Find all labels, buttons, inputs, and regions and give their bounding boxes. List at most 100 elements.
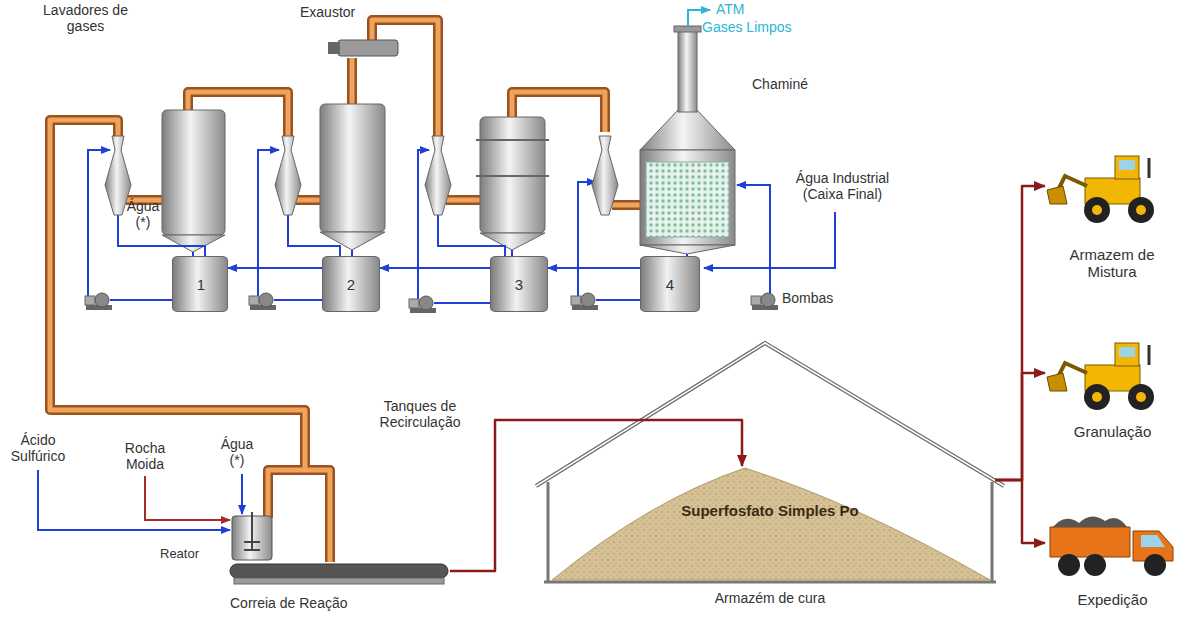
plant-label: Ácido Sulfúrico <box>4 432 72 464</box>
scrubber-vessel <box>320 232 385 250</box>
node-text: 2 <box>323 276 379 293</box>
product-flow-arrow <box>450 420 742 571</box>
pump-motor <box>249 296 259 305</box>
belt-frame <box>234 578 444 584</box>
node-text: Granulação <box>1055 423 1170 440</box>
gas-duct <box>50 20 642 562</box>
wheel-hub <box>1136 392 1146 402</box>
loader-window <box>1119 347 1135 357</box>
water-line <box>258 150 279 298</box>
overflow-line <box>228 267 322 269</box>
wheel-hub <box>1136 205 1146 215</box>
truck-node: Expedição <box>1045 505 1180 613</box>
exhaust-pipe <box>1148 345 1151 365</box>
node-text: 1 <box>173 276 229 293</box>
packed-bed <box>646 162 729 237</box>
exhaust-motor <box>328 42 340 54</box>
loader-bucket <box>1047 186 1067 204</box>
venturi-scrubber <box>275 136 301 215</box>
pump-motor <box>85 296 95 305</box>
warehouse-roof <box>536 343 1004 486</box>
scrubber-vessel <box>162 110 225 235</box>
product-flow-arrow <box>995 480 1045 543</box>
water-line <box>704 212 835 268</box>
loader-cab <box>1115 156 1139 179</box>
pump-symbol <box>761 293 775 307</box>
gas-duct <box>50 20 642 562</box>
pump-symbol <box>419 296 433 310</box>
pump-motor <box>751 296 761 305</box>
loader-cab <box>1115 343 1139 366</box>
plant-label: Água Industrial (Caixa Final) <box>780 170 905 202</box>
wheel <box>1084 554 1106 576</box>
loader-node: Granulação <box>1045 335 1180 445</box>
plant-label: Chaminé <box>752 76 822 92</box>
pump-symbol <box>95 293 109 307</box>
scrubber-vessel <box>162 235 225 252</box>
wheel-hub <box>1092 392 1102 402</box>
pump-symbol <box>581 293 595 307</box>
wheel-hub <box>1092 205 1102 215</box>
exhaust-fan <box>338 40 398 56</box>
water-line <box>418 150 429 303</box>
venturi-scrubber <box>425 136 451 215</box>
plant-label: Tanques de Recirculação <box>355 398 485 430</box>
chimney-vessel <box>640 110 735 150</box>
node-text: Expedição <box>1055 591 1170 608</box>
node-text: Armazém de cura <box>675 590 865 606</box>
product-flow-arrow <box>995 373 1045 480</box>
scrubber-vessel <box>320 104 385 232</box>
overflow-line <box>380 267 490 269</box>
stirrer <box>244 512 260 550</box>
recirculation-tank: 1 <box>172 256 228 312</box>
truck-bed <box>1050 527 1130 557</box>
plant-label: Rocha Moida <box>116 440 174 472</box>
scrubber-vessel <box>480 233 545 250</box>
product-flow-arrow <box>995 186 1045 480</box>
chimney-stack <box>678 30 697 112</box>
wheel <box>1084 384 1110 410</box>
plant-label: ATM <box>716 1 756 17</box>
warehouse-roof <box>536 343 1004 486</box>
gas-duct <box>50 20 642 562</box>
acid-line <box>38 470 230 530</box>
plant-label: Exaustor <box>300 4 370 20</box>
plant-label: Bombas <box>782 290 852 306</box>
wheel <box>1058 554 1080 576</box>
pump-motor <box>409 299 419 308</box>
node-text: Armazem de Mistura <box>1067 246 1157 280</box>
wheel <box>1128 384 1154 410</box>
wheel <box>1084 197 1110 223</box>
pump-symbol <box>259 293 273 307</box>
node-text: Reator <box>160 546 226 561</box>
node-text: Superfosfato Simples Po <box>675 502 865 519</box>
node-text: 4 <box>641 276 699 293</box>
water-line <box>88 150 110 298</box>
plant-label: Água (*) <box>218 436 256 468</box>
rock-line <box>145 476 230 520</box>
truck-window <box>1141 535 1165 547</box>
plant-label: Gases Limpos <box>702 19 812 35</box>
node-text: 3 <box>491 276 547 293</box>
recirculation-tank: 2 <box>322 256 380 312</box>
water-line <box>241 474 243 514</box>
loader-node: Armazem de Mistura <box>1045 148 1180 296</box>
water-line <box>737 185 770 294</box>
exhaust-pipe <box>1148 158 1151 178</box>
fertilizer-pile <box>552 468 990 580</box>
plant-label: Lavadores de gases <box>38 2 133 34</box>
recirculation-tank: 4 <box>640 256 700 312</box>
chimney-cap <box>674 26 701 32</box>
overflow-line <box>548 267 640 269</box>
conveyor-belt <box>230 564 448 578</box>
water-line <box>578 182 596 298</box>
wheel <box>1144 554 1166 576</box>
belt-node: Correia de Reação <box>228 560 450 614</box>
plant-label: Água (*) <box>124 198 162 230</box>
pump-motor <box>571 296 581 305</box>
recirculation-tank: 3 <box>490 256 548 312</box>
loader-bucket <box>1047 373 1067 391</box>
